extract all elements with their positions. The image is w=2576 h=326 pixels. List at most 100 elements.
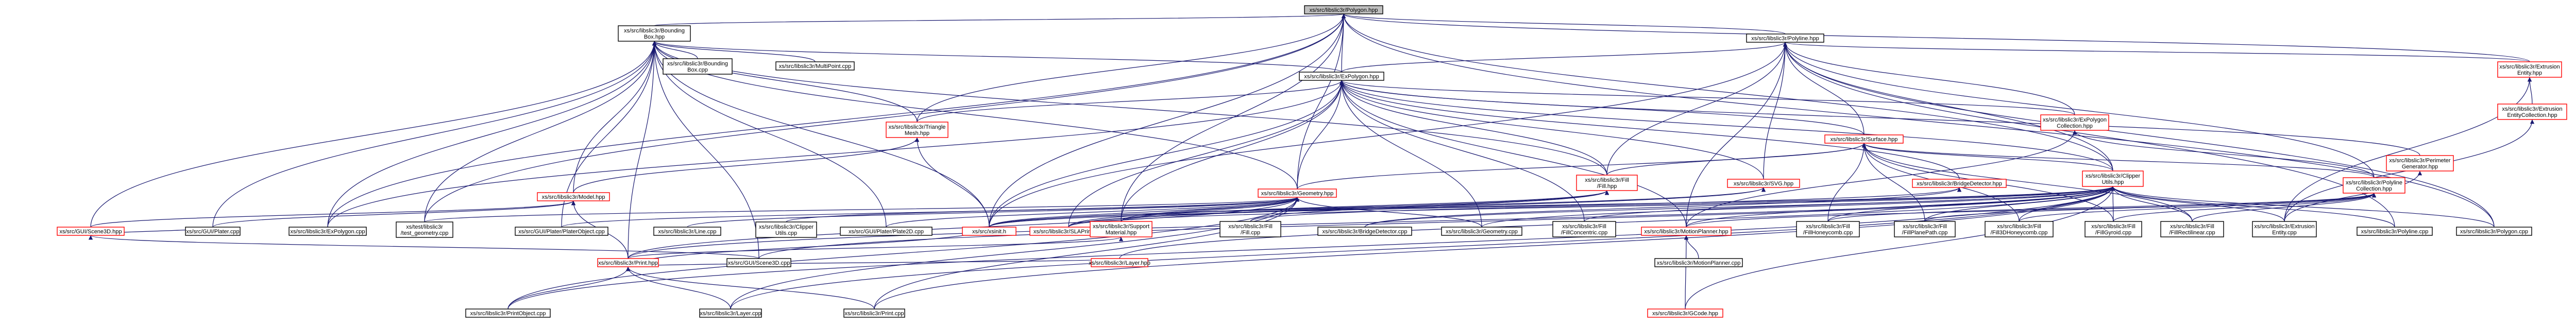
node-fill-rectilinear-cpp[interactable]: xs/src/libslic3r/Fill/FillRectilinear.cp… [2160,221,2224,237]
edge-fill_plane_path_cpp-to-clipper_utils_hpp [1924,186,2115,222]
node-label: xs/test/libslic3r [406,224,443,230]
node-fill-concentric-cpp[interactable]: xs/src/libslic3r/Fill/FillConcentric.cpp [1552,221,1616,237]
node-fill-plane-path-cpp[interactable]: xs/src/libslic3r/Fill/FillPlanePath.cpp [1894,221,1956,237]
node-box [1912,179,2007,188]
edge-print_object_cpp-to-clipper_utils_hpp [507,186,2115,310]
edge-print_object_cpp-to-print_hpp [507,266,631,310]
node-box [2084,221,2142,237]
node-bridge-detector-hpp[interactable]: xs/src/libslic3r/BridgeDetector.hpp [1912,179,2007,188]
node-bridge-detector-cpp[interactable]: xs/src/libslic3r/BridgeDetector.cpp [1317,227,1412,236]
node-label: /Fill.hpp [1597,183,1617,190]
edge-expolygon_cpp-to-expolygon_hpp [327,80,1344,228]
node-fill-honeycomb-cpp[interactable]: xs/src/libslic3r/Fill/FillHoneycomb.cpp [1796,221,1860,237]
edge-gui_plater_cpp-to-bounding_box_hpp [212,41,657,228]
edge-fill_hpp-to-expolygon_hpp [1339,80,1607,176]
edge-gui_scene3d_hpp-to-model_hpp [90,200,575,228]
node-surface-hpp[interactable]: xs/src/libslic3r/Surface.hpp [1824,134,1904,144]
edge-extrusion_entity_hpp-to-polygon_hpp [1342,13,2530,62]
node-plate2d-cpp[interactable]: xs/src/GUI/Plater/Plate2D.cpp [840,227,933,236]
edge-svg_hpp-to-polyline_hpp [1763,42,1788,180]
node-test-geometry-cpp[interactable]: xs/test/libslic3r/test_geometry.cpp [396,221,453,238]
node-print-hpp[interactable]: xs/src/libslic3r/Print.hpp [597,258,659,267]
node-line-cpp[interactable]: xs/src/libslic3r/Line.cpp [653,227,721,236]
node-box [843,308,905,318]
node-geometry-hpp[interactable]: xs/src/libslic3r/Geometry.hpp [1258,188,1337,198]
edge-fill_honeycomb_cpp-to-polyline_collection_hpp [1827,193,2376,222]
node-label: xs/src/libslic3r/Layer.hpp [1089,260,1150,266]
node-extrusion-entity-collection-hpp[interactable]: xs/src/libslic3r/ExtrusionEntityCollecti… [2497,104,2567,120]
node-label: /FillGyroid.cpp [2095,230,2131,236]
node-box [465,308,551,318]
node-box [2497,61,2562,78]
node-label: Material.hpp [1106,230,1137,236]
node-expolygon-hpp[interactable]: xs/src/libslic3r/ExPolygon.hpp [1299,72,1384,81]
edge-gui_scene3d_cpp-to-gui_scene3d_hpp [89,235,759,259]
node-motion-planner-cpp[interactable]: xs/src/libslic3r/MotionPlanner.cpp [1654,258,1743,267]
edge-plate2d_cpp-to-geometry_hpp [886,197,1299,228]
node-label: /Fill.cpp [1241,230,1260,236]
edge-polyline_collection_hpp-to-polyline_hpp [1783,42,2375,178]
node-box [1219,221,1281,237]
node-box [2252,221,2317,237]
node-print-object-cpp[interactable]: xs/src/libslic3r/PrintObject.cpp [465,308,551,318]
node-label: xs/src/libslic3r/MotionPlanner.hpp [1644,229,1728,235]
edge-fill_hpp-to-bounding_box_hpp [652,41,1607,176]
node-polygon-hpp[interactable]: xs/src/libslic3r/Polygon.hpp [1304,5,1383,14]
node-layer-hpp[interactable]: xs/src/libslic3r/Layer.hpp [1089,258,1150,267]
node-box [1985,221,2054,237]
node-svg-hpp[interactable]: xs/src/libslic3r/SVG.hpp [1727,179,1800,188]
node-fill-3d-honeycomb-cpp[interactable]: xs/src/libslic3r/Fill/Fill3DHoneycomb.cp… [1985,221,2054,237]
node-label: Box.hpp [644,34,665,40]
node-label: xs/src/libslic3r/Fill [1806,224,1850,230]
node-xsinit-h[interactable]: xs/src/xsinit.h [962,227,1016,236]
node-box [653,227,721,236]
node-box [537,192,610,201]
node-multipoint-cpp[interactable]: xs/src/libslic3r/MultiPoint.cpp [775,61,855,71]
edge-expolygon_hpp-to-polyline_hpp [1341,42,1787,73]
node-box [396,221,453,238]
edge-fill_plane_path_cpp-to-surface_hpp [1861,143,1925,222]
node-label: xs/src/libslic3r/Triangle [889,124,946,130]
node-box [597,258,659,267]
node-print-cpp[interactable]: xs/src/libslic3r/Print.cpp [843,308,905,318]
node-polyline-hpp[interactable]: xs/src/libslic3r/Polyline.hpp [1746,33,1824,43]
node-box [1317,227,1412,236]
edge-motion_planner_hpp-to-expolygon_hpp [1339,80,1687,228]
node-gui-scene3d-hpp[interactable]: xs/src/GUI/Scene3D.hpp [57,227,125,236]
node-motion-planner-hpp[interactable]: xs/src/libslic3r/MotionPlanner.hpp [1641,227,1732,236]
node-gui-scene3d-cpp[interactable]: xs/src/GUI/Scene3D.cpp [726,258,791,267]
node-gui-plater-cpp[interactable]: xs/src/GUI/Plater.cpp [185,227,241,236]
node-fill-hpp[interactable]: xs/src/libslic3r/Fill/Fill.hpp [1576,175,1638,191]
node-plater-object-cpp[interactable]: xs/src/GUI/Plater/PlaterObject.cpp [515,227,608,236]
node-gcode-hpp[interactable]: xs/src/libslic3r/GCode.hpp [1647,308,1723,318]
edge-bridge_detector_hpp-to-expolygon_hpp [1339,80,1960,180]
node-fill-cpp[interactable]: xs/src/libslic3r/Fill/Fill.cpp [1219,221,1281,237]
node-label: xs/src/libslic3r/Print.hpp [598,260,658,266]
node-layer-cpp[interactable]: xs/src/libslic3r/Layer.cpp [699,308,762,318]
node-polygon-cpp[interactable]: xs/src/libslic3r/Polygon.cpp [2456,227,2532,236]
edge-print_cpp-to-geometry_hpp [874,197,1300,310]
edge-print_cpp-to-print_hpp [625,266,875,310]
node-geometry-cpp[interactable]: xs/src/libslic3r/Geometry.cpp [1441,227,1522,236]
edge-print_object_cpp-to-geometry_hpp [507,197,1300,310]
edge-fill_hpp-to-surface_hpp [1606,143,1867,176]
node-model-hpp[interactable]: xs/src/libslic3r/Model.hpp [537,192,610,201]
edge-xsinit_h-to-bridge_detector_hpp [989,187,1961,228]
node-box [663,58,733,75]
node-fill-gyroid-cpp[interactable]: xs/src/libslic3r/Fill/FillGyroid.cpp [2084,221,2142,237]
node-polyline-cpp[interactable]: xs/src/libslic3r/Polyline.cpp [2357,227,2433,236]
node-label: xs/src/libslic3r/PrintObject.cpp [470,311,546,317]
node-label: /Fill3DHoneycomb.cpp [1991,230,2048,236]
node-expolygon-cpp[interactable]: xs/src/libslic3r/ExPolygon.cpp [289,227,367,236]
